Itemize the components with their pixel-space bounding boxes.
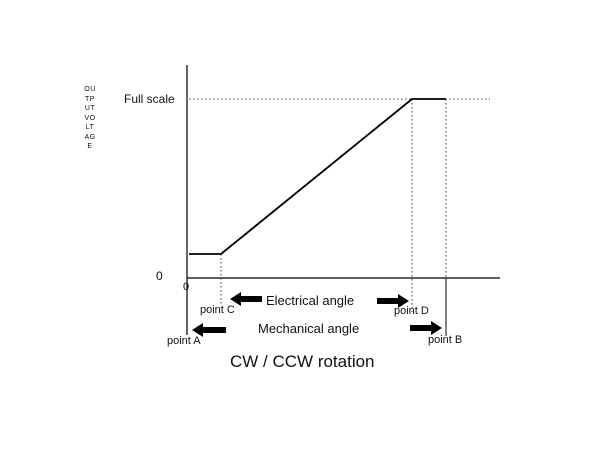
mechanical-angle-label: Mechanical angle bbox=[258, 321, 360, 336]
electrical-angle-right-arrow bbox=[377, 294, 409, 308]
output-voltage-curve bbox=[189, 98, 446, 255]
full-scale-label: Full scale bbox=[124, 92, 175, 106]
zero-x-label: 0 bbox=[183, 281, 190, 293]
point-b-label: point B bbox=[428, 334, 463, 346]
point-a-label: point A bbox=[167, 335, 201, 347]
zero-y-label: 0 bbox=[156, 269, 163, 283]
electrical-angle-left-arrow bbox=[230, 292, 262, 306]
point-d-label: point D bbox=[394, 305, 429, 317]
mechanical-angle-left-arrow bbox=[192, 323, 226, 337]
point-c-label: point C bbox=[200, 304, 235, 316]
caption: CW / CCW rotation bbox=[230, 352, 375, 371]
mechanical-angle-right-arrow bbox=[410, 321, 442, 335]
y-axis-label: OUTPUT VOLTAGE bbox=[84, 86, 96, 150]
electrical-angle-label: Electrical angle bbox=[266, 293, 355, 308]
